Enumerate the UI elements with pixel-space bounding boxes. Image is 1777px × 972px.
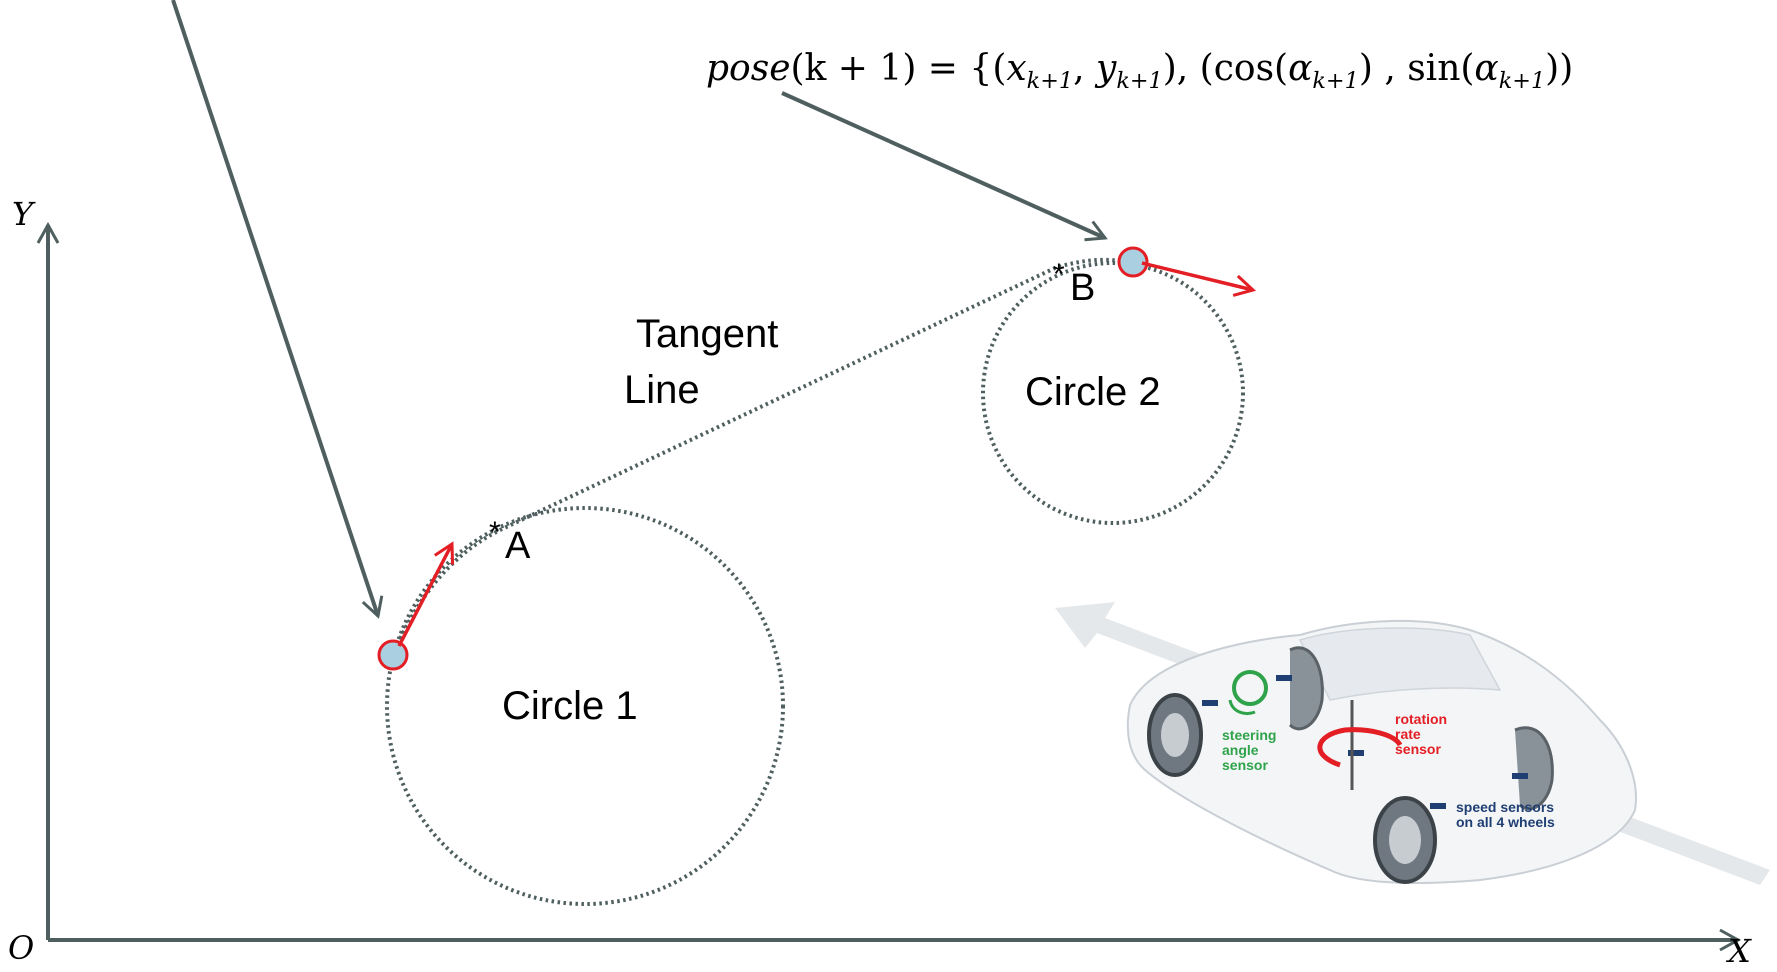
sensor-mark-2 [1276, 675, 1292, 681]
steering-line-3: sensor [1222, 757, 1268, 773]
sensor-mark-4 [1430, 803, 1446, 809]
formula-y: y [1095, 48, 1117, 89]
formula-alpha-2-sub: k+1 [1498, 68, 1546, 95]
steering-sensor-label: steering angle sensor [1222, 728, 1276, 773]
steering-line-2: angle [1222, 742, 1259, 758]
circle-1-label: Circle 1 [502, 684, 638, 728]
formula-x-sub: k+1 [1026, 68, 1074, 95]
formula-alpha-2: α [1474, 48, 1499, 89]
speed-line-1: speed sensors [1456, 799, 1555, 815]
line-label: Line [624, 368, 700, 412]
car-body [1126, 619, 1637, 884]
formula-comma: , [1073, 48, 1096, 89]
car-illustration [1055, 602, 1770, 885]
pose-k1-pointer-arrow [781, 91, 1108, 242]
formula-mid: ), (cos( [1162, 48, 1289, 89]
start-pose-marker [377, 639, 409, 671]
origin-label: O [8, 929, 35, 967]
formula-tail: )) [1545, 48, 1574, 89]
rotation-line-3: sensor [1395, 741, 1441, 757]
pose-k-pointer-arrow [171, 0, 384, 619]
rotation-line-1: rotation [1395, 711, 1448, 727]
speed-line-2: on all 4 wheels [1456, 814, 1555, 830]
sensor-mark-5 [1512, 773, 1528, 779]
wheel-rear-right [1514, 726, 1554, 811]
wheel-rear-left-hub [1389, 816, 1421, 864]
rotation-sensor-label: rotation rate sensor [1395, 712, 1447, 757]
formula-arg-text: (k + 1) [790, 48, 917, 89]
tangent-line [391, 257, 1134, 656]
end-pose-marker [1117, 246, 1149, 278]
wheel-front-right [1288, 646, 1324, 731]
formula-mid2: ) , sin( [1358, 48, 1475, 89]
formula-arg: (k + 1) [791, 48, 917, 89]
circle-2 [981, 261, 1245, 525]
speed-sensor-label: speed sensors on all 4 wheels [1456, 800, 1555, 830]
formula-y-sub: k+1 [1116, 68, 1163, 95]
steering-line-1: steering [1222, 727, 1277, 743]
steering-wheel-icon [1232, 670, 1268, 706]
point-b-star: * [1053, 258, 1065, 291]
formula-x: x [1006, 48, 1027, 89]
point-a-star: * [489, 516, 501, 549]
pose-formula: pose(k + 1) = {(xk+1, yk+1), (cos(αk+1) … [706, 50, 1573, 93]
sensor-mark-3 [1348, 750, 1364, 756]
rotation-line-2: rate [1395, 726, 1421, 742]
y-axis-label: Y [12, 195, 34, 233]
sensor-mark-1 [1202, 700, 1218, 706]
tangent-label: Tangent [636, 312, 779, 356]
circle-2-label: Circle 2 [1025, 370, 1161, 414]
end-heading-arrow [1141, 261, 1257, 297]
formula-alpha-1: α [1288, 48, 1313, 89]
formula-rest: = {( [916, 48, 1007, 89]
circle-1 [385, 506, 785, 906]
start-heading-arrow [397, 541, 455, 647]
steering-arrow [1228, 699, 1256, 715]
formula-alpha-1-sub: k+1 [1312, 68, 1359, 95]
point-a-label: A [505, 525, 531, 567]
rotation-arrow-icon [1317, 727, 1403, 768]
point-b-label: B [1070, 267, 1096, 309]
wheel-front-left-hub [1161, 713, 1189, 757]
x-axis-label: X [1728, 932, 1751, 970]
car-windshield [1298, 627, 1502, 701]
formula-lhs: pose [706, 48, 791, 89]
